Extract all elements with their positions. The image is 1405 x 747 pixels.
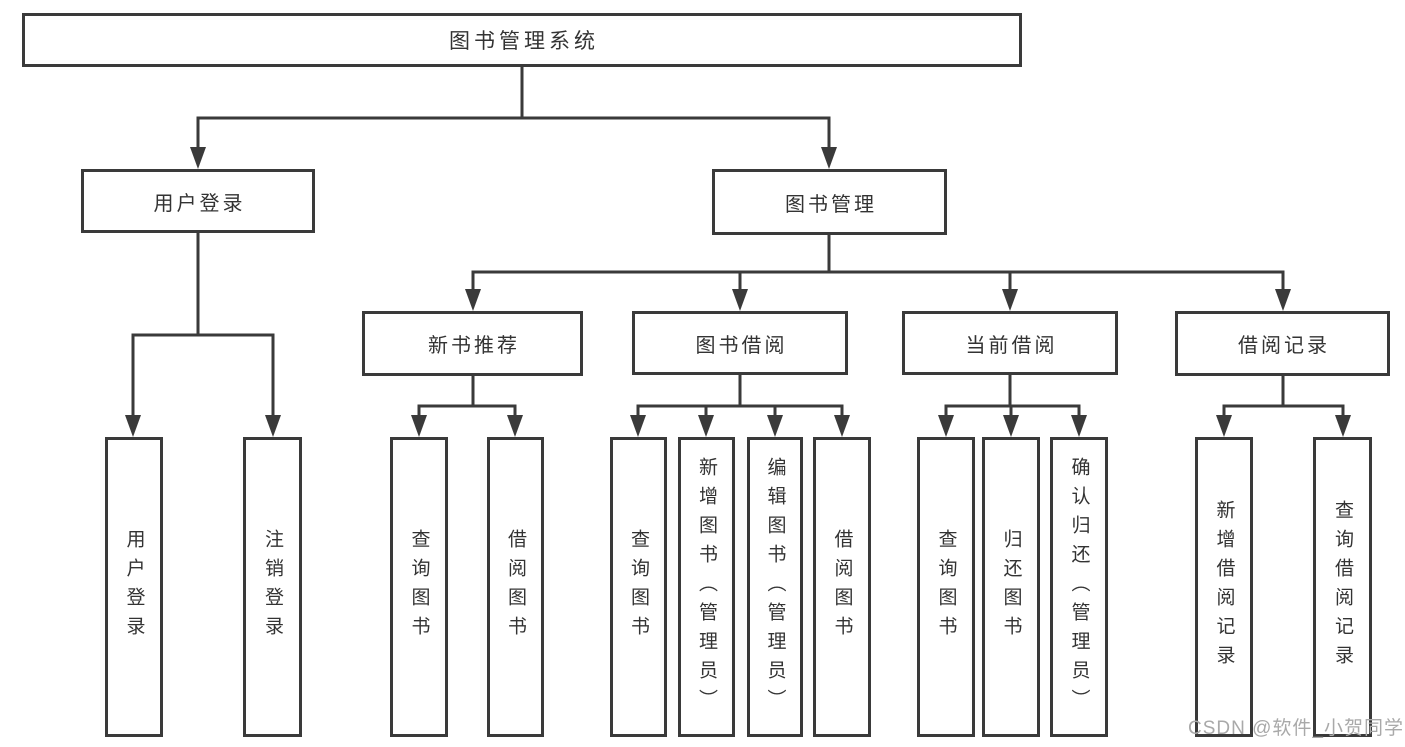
- arrowhead-icon: [698, 415, 714, 437]
- edge-new-book-recommend-children: [411, 374, 523, 437]
- node-logout: 注销登录: [243, 437, 302, 737]
- node-query-borrow-record: 查询借阅记录: [1313, 437, 1372, 737]
- arrowhead-icon: [1335, 415, 1351, 437]
- node-add-borrow-record: 新增借阅记录: [1195, 437, 1253, 737]
- edge-root-to-level2: [190, 65, 837, 169]
- arrowhead-icon: [732, 289, 748, 311]
- arrowhead-icon: [1071, 415, 1087, 437]
- arrowhead-icon: [630, 415, 646, 437]
- node-add-book-admin: 新增图书（管理员）: [678, 437, 735, 737]
- node-borrow-books-recommend: 借阅图书: [487, 437, 544, 737]
- arrowhead-icon: [125, 415, 141, 437]
- arrowhead-icon: [190, 147, 206, 169]
- arrowhead-icon: [821, 147, 837, 169]
- node-confirm-return-admin: 确认归还（管理员）: [1050, 437, 1108, 737]
- arrowhead-icon: [507, 415, 523, 437]
- node-borrow-books-borrow: 借阅图书: [813, 437, 871, 737]
- node-book-management: 图书管理: [712, 169, 947, 235]
- arrowhead-icon: [767, 415, 783, 437]
- node-user-login: 用户登录: [81, 169, 315, 233]
- node-return-book: 归还图书: [982, 437, 1040, 737]
- edge-user-login-children: [125, 231, 281, 437]
- edge-book-borrow-children: [630, 373, 850, 437]
- arrowhead-icon: [411, 415, 427, 437]
- arrowhead-icon: [1003, 415, 1019, 437]
- node-book-borrow: 图书借阅: [632, 311, 848, 375]
- edge-borrow-records-children: [1216, 374, 1351, 437]
- arrowhead-icon: [465, 289, 481, 311]
- arrowhead-icon: [1216, 415, 1232, 437]
- arrowhead-icon: [834, 415, 850, 437]
- node-new-book-recommend: 新书推荐: [362, 311, 583, 376]
- node-edit-book-admin: 编辑图书（管理员）: [747, 437, 803, 737]
- node-current-borrow: 当前借阅: [902, 311, 1118, 375]
- arrowhead-icon: [938, 415, 954, 437]
- arrowhead-icon: [1275, 289, 1291, 311]
- edge-current-borrow-children: [938, 373, 1087, 437]
- node-login: 用户登录: [105, 437, 163, 737]
- node-library-management-system: 图书管理系统: [22, 13, 1022, 67]
- csdn-watermark: CSDN @软件_小贺同学: [1188, 718, 1404, 739]
- node-borrow-records: 借阅记录: [1175, 311, 1390, 376]
- arrowhead-icon: [265, 415, 281, 437]
- edge-book-management-children: [465, 233, 1291, 311]
- node-query-books-borrow: 查询图书: [610, 437, 667, 737]
- arrowhead-icon: [1002, 289, 1018, 311]
- node-query-books-current: 查询图书: [917, 437, 975, 737]
- node-query-books-recommend: 查询图书: [390, 437, 448, 737]
